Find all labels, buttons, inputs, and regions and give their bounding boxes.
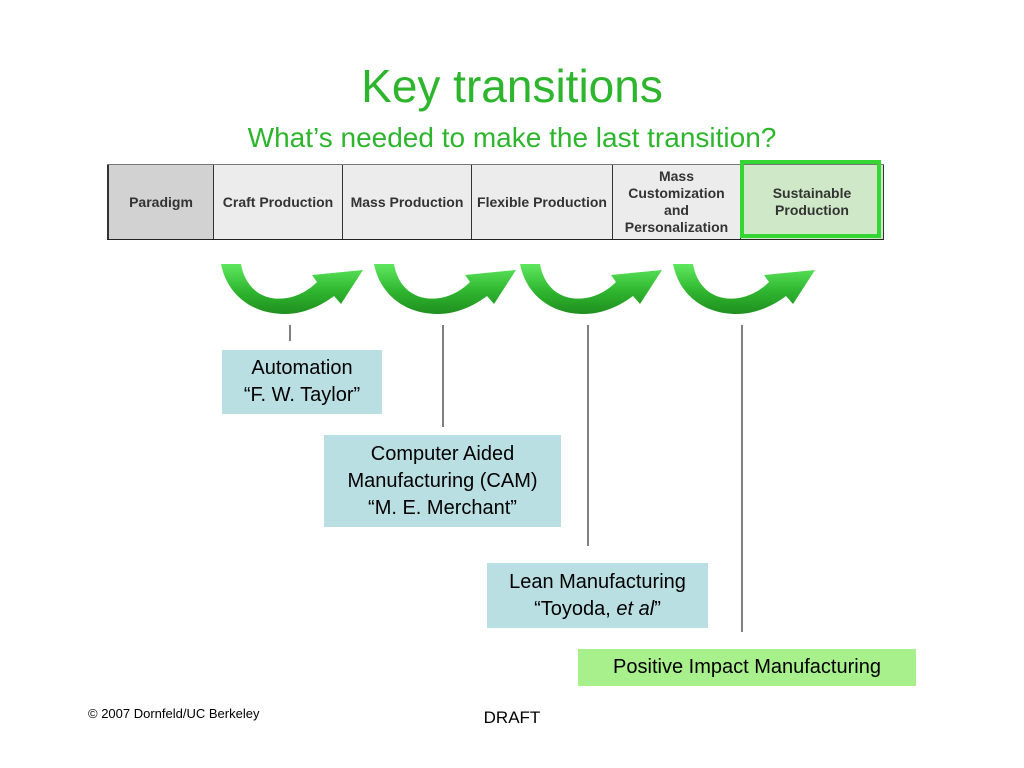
lean-label: Lean Manufacturing xyxy=(509,570,686,593)
paradigm-flexible-production: Flexible Production xyxy=(471,165,612,239)
arrow-craft-to-mass xyxy=(221,264,363,314)
cam-label-line1: Computer Aided xyxy=(370,442,515,465)
lean-box: Lean Manufacturing “Toyoda, et al” xyxy=(487,563,708,628)
cam-attribution: “M. E. Merchant” xyxy=(368,496,517,519)
paradigm-mass-customization: Mass Customization and Personalization xyxy=(612,165,740,239)
lean-attribution-suffix: ” xyxy=(654,597,661,620)
paradigm-header-cell: Paradigm xyxy=(107,165,213,239)
cam-box: Computer Aided Manufacturing (CAM) “M. E… xyxy=(324,435,561,527)
arrow-mass-to-flexible xyxy=(374,264,516,314)
paradigm-table: Paradigm Craft Production Mass Productio… xyxy=(107,164,884,240)
cam-label-line2: Manufacturing (CAM) xyxy=(347,469,538,492)
paradigm-sustainable-production: Sustainable Production xyxy=(740,165,884,239)
automation-label: Automation xyxy=(251,357,353,379)
lean-attribution-italic: et al xyxy=(616,597,655,620)
lean-attribution: “Toyoda, et al” xyxy=(487,596,708,623)
automation-box: Automation “F. W. Taylor” xyxy=(222,350,382,414)
positive-impact-label: Positive Impact Manufacturing xyxy=(613,656,881,678)
slide-title: Key transitions xyxy=(361,60,663,112)
arrow-flexible-to-customization xyxy=(520,264,662,314)
draft-label: DRAFT xyxy=(483,708,541,727)
slide-subtitle: What’s needed to make the last transitio… xyxy=(247,122,777,153)
paradigm-craft-production: Craft Production xyxy=(213,165,342,239)
copyright-footer: © 2007 Dornfeld/UC Berkeley xyxy=(88,706,260,721)
sustainable-highlight-frame xyxy=(740,160,881,238)
arrow-customization-to-sustainable xyxy=(673,264,815,314)
positive-impact-box: Positive Impact Manufacturing xyxy=(578,649,916,686)
lean-attribution-prefix: “Toyoda, xyxy=(534,597,617,620)
paradigm-mass-production: Mass Production xyxy=(342,165,471,239)
automation-attribution: “F. W. Taylor” xyxy=(243,384,361,406)
